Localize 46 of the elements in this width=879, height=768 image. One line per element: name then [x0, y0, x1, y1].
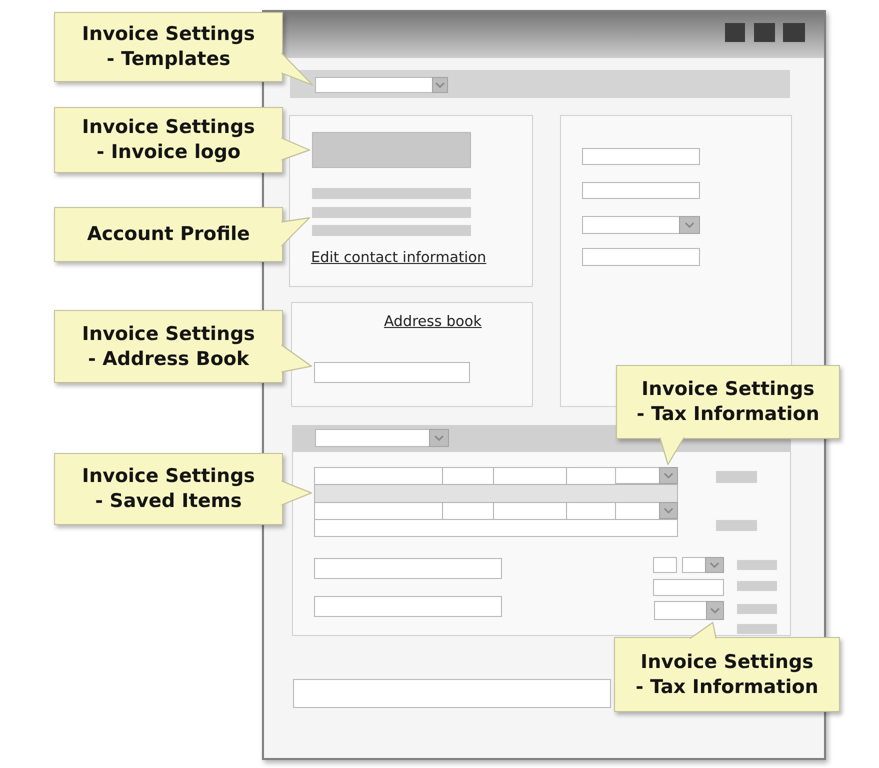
- callout-pointer: [280, 52, 314, 86]
- callout-pointer: [280, 480, 312, 506]
- text-placeholder: [716, 471, 757, 483]
- callout-box: [54, 310, 283, 383]
- input-field: [314, 558, 502, 579]
- input-field: [582, 148, 700, 165]
- callout-text: Invoice Settings - Address Book: [82, 322, 256, 372]
- dropdown-field: [315, 429, 449, 447]
- callout-pointer: [280, 137, 310, 161]
- dropdown-field: [654, 601, 724, 620]
- callout-pointer: [659, 436, 685, 466]
- callout-box: [616, 365, 840, 439]
- input-field: [653, 579, 724, 596]
- address-book-link: Address book: [384, 313, 482, 331]
- text-placeholder: [737, 560, 777, 570]
- callout-pointer: [280, 217, 310, 247]
- callout-box: [54, 12, 283, 82]
- text-placeholder: [737, 581, 777, 591]
- callout-pointer: [280, 344, 312, 373]
- callout-text: Invoice Settings - Tax Information: [635, 650, 819, 700]
- input-field: [582, 182, 700, 199]
- dropdown-field: [582, 216, 700, 234]
- dropdown-field: [615, 467, 678, 484]
- dropdown-field: [315, 77, 448, 93]
- callout-pointer: [689, 622, 717, 640]
- callout-box: [54, 453, 283, 525]
- edit-contact-link: Edit contact information: [311, 249, 486, 267]
- callout-text: Account Profile: [86, 222, 250, 247]
- text-placeholder: [716, 520, 757, 531]
- text-placeholder: [737, 604, 777, 614]
- callout-box: [614, 637, 840, 712]
- callout-text: Invoice Settings - Tax Information: [636, 377, 820, 427]
- text-placeholder: [737, 624, 777, 634]
- items-table: [314, 467, 678, 537]
- input-field: [314, 596, 502, 617]
- callout-text: Invoice Settings - Templates: [82, 22, 256, 72]
- input-field: [293, 679, 611, 708]
- image-placeholder: [312, 132, 471, 168]
- input-field: [653, 557, 677, 573]
- dropdown-field: [682, 557, 724, 573]
- input-field: [582, 248, 700, 266]
- callout-text: Invoice Settings - Saved Items: [82, 464, 256, 514]
- text-lines-placeholder: [312, 188, 471, 236]
- callout-box: [54, 107, 283, 173]
- input-field: [314, 362, 470, 383]
- callout-text: Invoice Settings - Invoice logo: [82, 115, 256, 165]
